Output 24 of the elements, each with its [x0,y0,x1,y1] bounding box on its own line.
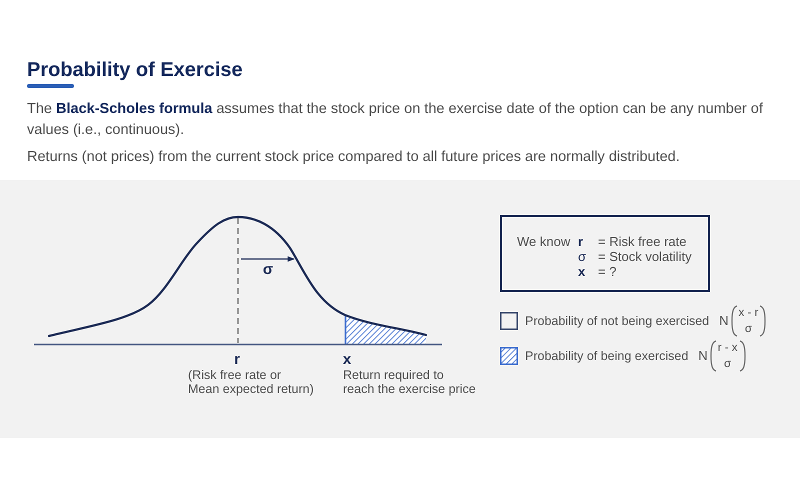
sigma-label: σ [262,261,274,278]
axis-label: x [342,351,352,368]
body-paragraph: The Black-Scholes formula assumes that the stock price on the exercise date of the option can be any number of values (i.e., continuous). [27,100,764,140]
info-box [500,215,710,292]
variable-symbol: x [578,264,586,279]
axis-caption: Return required to reach the exercise price [343,368,477,396]
variable-symbol: σ [578,249,586,264]
formula-symbol: N [719,313,729,329]
formula-numerator: r - x [718,342,738,354]
axis-label: r [234,351,240,368]
definition-text: = Stock volatility [598,249,692,264]
formula-denominator: σ [724,358,732,370]
legend-text: Probability of not being exercised [525,313,710,329]
body-paragraph: Returns (not prices) from the current stock price compared to all future prices are normally distributed. [27,148,681,167]
formula-denominator: σ [744,322,752,336]
intro-text: We know [517,234,570,249]
formula-symbol: N [698,348,708,364]
axis-caption: (Risk free rate or Mean expected return) [188,368,314,396]
definition-text: = ? [598,264,616,279]
slide-title: Probability of Exercise [27,59,243,82]
definition-text: = Risk free rate [598,234,687,249]
legend-text: Probability of being exercised [525,348,688,364]
variable-symbol: r [578,234,584,249]
formula-numerator: x - r [738,306,758,320]
